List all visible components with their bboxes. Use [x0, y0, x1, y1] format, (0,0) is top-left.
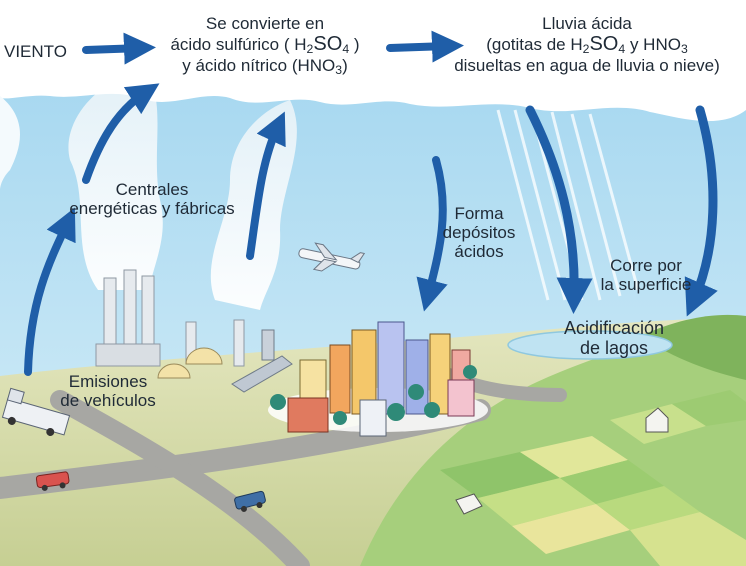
acid-lake: [507, 330, 673, 360]
centrales-line1: Centrales: [115, 180, 189, 199]
label-acidificacion: Acidificación de lagos: [546, 318, 682, 358]
cloud-band: [0, 0, 746, 122]
process-arrows: [24, 30, 718, 376]
lluvia-line2-sub2: 4: [618, 42, 626, 57]
emisiones-line2: de vehículos: [60, 391, 156, 411]
convierte-line2-pre: ácido sulfúrico ( H: [170, 35, 307, 55]
label-centrales: Centrales energéticas y fábricas: [56, 180, 248, 218]
arrow-emisiones: [24, 207, 76, 376]
arrow-rain-lake: [525, 105, 593, 314]
label-corre: Corre por la superficie: [586, 256, 706, 294]
viento-text: VIENTO: [4, 42, 67, 61]
arrow-plant-up: [246, 111, 286, 260]
convierte-line3-sub: 3: [335, 62, 343, 77]
convierte-line2-sub2: 4: [342, 42, 350, 57]
acidificacion-line1: Acidificación: [563, 318, 665, 338]
lluvia-line2: (gotitas de H2SO4 y HNO3: [434, 33, 740, 55]
label-emisiones: Emisiones de vehículos: [44, 372, 172, 410]
convierte-line2-mid: SO: [313, 33, 343, 56]
vehicles: [1, 387, 266, 512]
city: [268, 321, 488, 437]
arrow-centrales: [82, 83, 160, 184]
convierte-line3-pre: y ácido nítrico (HNO: [182, 55, 336, 75]
label-lluvia: Lluvia ácida (gotitas de H2SO4 y HNO3 di…: [434, 14, 740, 75]
airplane: [298, 242, 366, 272]
arrow-to-lluvia: [386, 30, 464, 63]
label-deposito: Forma depósitos ácidos: [426, 204, 532, 261]
label-convierte: Se convierte en ácido sulfúrico ( H2SO4 …: [150, 14, 380, 77]
lluvia-line2-post: y HNO: [625, 35, 681, 55]
emisiones-line1: Emisiones: [68, 372, 148, 391]
convierte-line3-post: ): [342, 55, 348, 75]
lluvia-line1: Lluvia ácida: [542, 14, 632, 33]
convierte-line1: Se convierte en: [205, 14, 325, 33]
lluvia-line2-sub3: 3: [680, 42, 688, 57]
convierte-line2: ácido sulfúrico ( H2SO4 ): [150, 33, 380, 55]
deposito-line3: ácidos: [454, 242, 504, 262]
convierte-line2-sub1: 2: [306, 42, 314, 57]
cloud-edge: [0, 96, 20, 190]
corre-line1: Corre por: [610, 256, 682, 275]
arrow-depositos: [416, 156, 448, 312]
centrales-line2: energéticas y fábricas: [69, 199, 235, 219]
deposito-line2: depósitos: [442, 223, 516, 243]
farm-buildings: [455, 407, 669, 515]
convierte-line3: y ácido nítrico (HNO3): [150, 55, 380, 77]
lluvia-line2-sub1: 2: [582, 42, 590, 57]
lluvia-line2-pre: (gotitas de H: [486, 35, 583, 55]
arrow-viento: [82, 32, 156, 65]
arrow-surface: [684, 105, 718, 317]
acidificacion-line2: de lagos: [579, 338, 649, 359]
deposito-line1: Forma: [454, 204, 504, 223]
power-plant: [95, 269, 293, 393]
label-viento: VIENTO: [4, 42, 67, 61]
hill-top: [640, 314, 746, 380]
convierte-line2-post: ): [349, 35, 360, 55]
lluvia-line2-mid: SO: [589, 33, 619, 56]
corre-line2: la superficie: [600, 275, 692, 295]
lluvia-line3: disueltas en agua de lluvia o nieve): [454, 55, 720, 75]
